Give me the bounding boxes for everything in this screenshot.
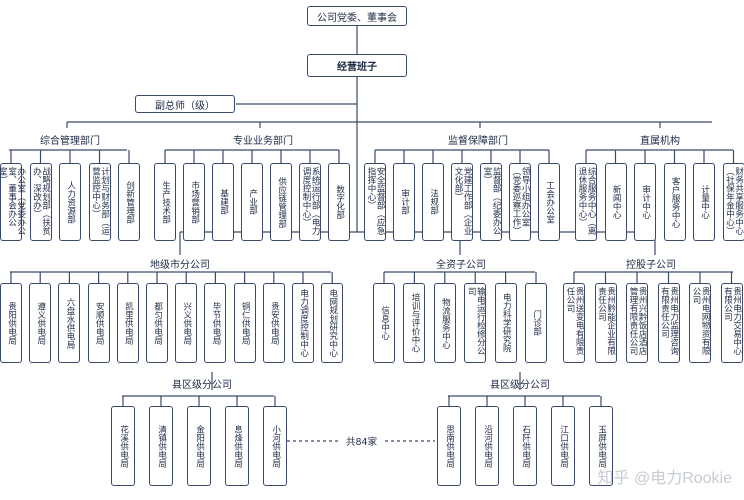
dept-supervision-2: 审计部 [393, 163, 415, 241]
county-right-1: 思南供电局 [437, 406, 461, 486]
dept-supervision-6: 领导小组办公室（党委巡察工作） [509, 163, 531, 241]
dept-direct-4: 客户服务中心 [663, 163, 686, 241]
city-branch-6: 都匀供电局 [146, 283, 168, 363]
wholly-owned-2: 培训与评价中心 [403, 283, 426, 363]
dept-direct-1: 综合服务中心（离退休服务中心） [575, 163, 597, 241]
city-branch-11: 电力调度控制中心 [292, 283, 314, 363]
city-branch-5: 凯里供电局 [116, 283, 139, 363]
city-branch-12: 电网规划研究中心 [321, 283, 344, 363]
dept-direct-5: 计量中心 [693, 163, 715, 241]
county-right-3: 石阡供电局 [513, 406, 537, 486]
dept-supervision-1: 安全监督部（应急指挥中心） [364, 163, 386, 241]
label-county-right: 县区级分公司 [490, 380, 550, 391]
county-left-4: 息烽供电局 [225, 406, 249, 486]
dept-supervision-4: 党建工作部（企业文化部） [451, 163, 473, 241]
city-branch-2: 遵义供电局 [29, 283, 52, 363]
city-branch-8: 毕节供电局 [204, 283, 227, 363]
dept-comprehensive-5: 创新管理部 [118, 163, 140, 241]
watermark: 知乎 @电力Rookie [597, 470, 733, 487]
dept-business-5: 供应链管理部 [270, 163, 292, 241]
city-branch-3: 六盘水供电局 [58, 283, 81, 363]
county-left-5: 小河供电局 [263, 406, 287, 486]
county-left-3: 金阳供电局 [187, 406, 211, 486]
dept-business-4: 产业部 [241, 163, 263, 241]
holding-company-3: 贵州兴黔饭店酒店管理有限责任公司 [626, 283, 648, 363]
wholly-owned-5: 电力科学研究院 [494, 283, 517, 363]
dept-business-7: 数字化部 [328, 163, 350, 241]
county-count: 共84家 [346, 437, 378, 448]
dept-business-3: 基建部 [212, 163, 234, 241]
city-branch-10: 贵安供电局 [262, 283, 285, 363]
label-wholly-owned: 全资子公司 [436, 260, 486, 271]
county-right-4: 江口供电局 [551, 406, 575, 486]
city-branch-7: 兴义供电局 [175, 283, 198, 363]
management-box: 经营班子 [307, 54, 407, 77]
wholly-owned-1: 信息中心 [373, 283, 395, 363]
deputy-box: 副总师（级） [135, 95, 235, 113]
dept-business-6: 系统运行部（电力调度控制中心） [299, 163, 321, 241]
dept-business-1: 生产技术部 [154, 163, 176, 241]
county-right-5: 玉屏供电局 [589, 406, 613, 486]
dept-supervision-5: 监督部（纪委办公室） [480, 163, 502, 241]
holding-company-2: 贵州黔能企业有限责任公司 [594, 283, 617, 363]
city-branch-4: 安顺供电局 [87, 283, 110, 363]
label-holding: 控股子公司 [626, 260, 676, 271]
dept-comprehensive-2: 战略规划部（扶贫办、深改办） [29, 163, 52, 241]
dept-business-2: 市场营销部 [183, 163, 205, 241]
board-box: 公司党委、董事会 [307, 6, 407, 26]
label-direct: 直属机构 [640, 136, 680, 147]
holding-company-6: 贵州电力交易中心有限公司 [720, 283, 743, 363]
holding-company-4: 贵州电力监理咨询有限责任公司 [657, 283, 680, 363]
label-county-left: 县区级分公司 [172, 380, 232, 391]
dept-supervision-7: 工会办公室 [538, 163, 560, 241]
holding-company-5: 贵州电网物资有限公司 [689, 283, 711, 363]
wholly-owned-6: 门诊部 [525, 283, 547, 363]
label-comprehensive: 综合管理部门 [40, 136, 100, 147]
city-branch-9: 铜仁供电局 [233, 283, 256, 363]
label-city: 地级市分公司 [150, 260, 210, 271]
label-business: 专业业务部门 [233, 136, 293, 147]
label-supervision: 监督保障部门 [448, 136, 508, 147]
dept-comprehensive-4: 计划与财务部（运营监控中心） [88, 163, 111, 241]
county-left-2: 清镇供电局 [149, 406, 173, 486]
dept-direct-2: 新闻中心 [604, 163, 627, 241]
dept-comprehensive-1: 办公室（党委办公室、董事会办公室） [0, 163, 26, 241]
county-left-1: 花溪供电局 [111, 406, 135, 486]
dept-direct-6: 财务共享服务中心（社保年金中心） [722, 163, 744, 241]
dept-supervision-3: 法规部 [422, 163, 444, 241]
wholly-owned-4: 输电运行检修分公司 [464, 283, 487, 363]
county-right-2: 沿河供电局 [475, 406, 499, 486]
dept-direct-3: 审计中心 [634, 163, 656, 241]
holding-company-1: 贵州送变电有限责任公司 [563, 283, 585, 363]
city-branch-1: 贵阳供电局 [0, 283, 22, 363]
wholly-owned-3: 物流服务中心 [433, 283, 456, 363]
dept-comprehensive-3: 人力资源部 [59, 163, 81, 241]
